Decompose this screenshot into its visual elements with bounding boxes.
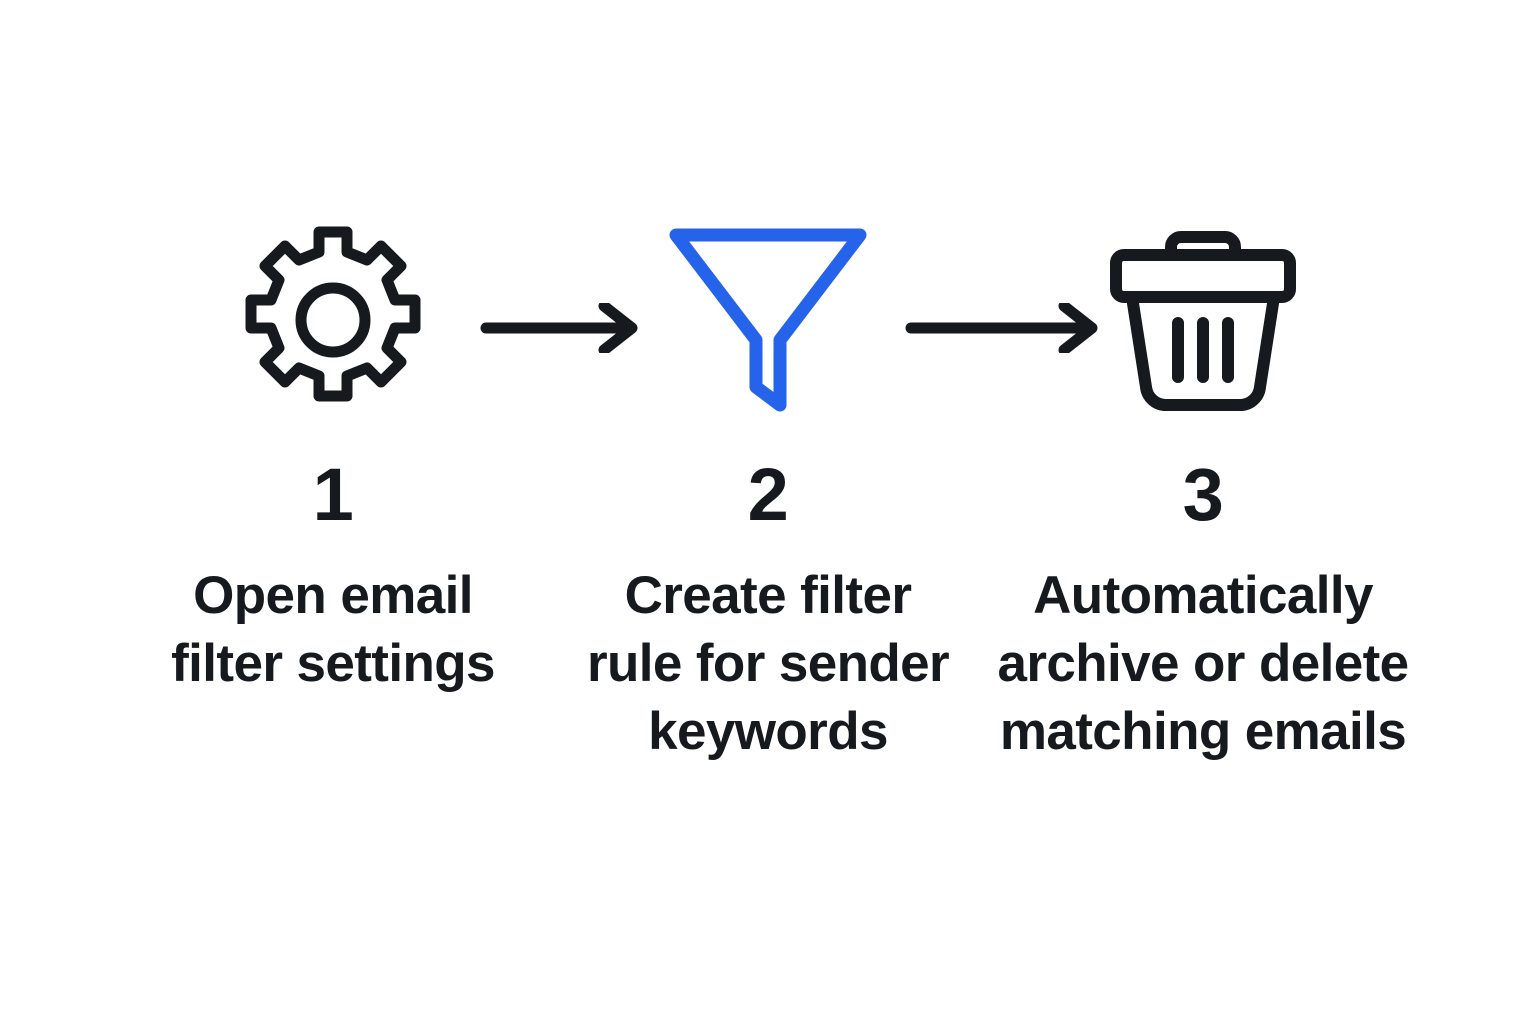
step-3-caption-line-3: matching emails <box>999 701 1407 761</box>
funnel-icon <box>668 225 868 415</box>
step-3-caption-line-1: Automatically <box>1033 566 1373 625</box>
step-2-caption-line-2: rule for sender <box>586 633 950 693</box>
step-2: 2 Create filter rule for sender keywords <box>551 0 986 765</box>
step-2-caption: Create filter rule for sender keywords <box>551 562 986 765</box>
gear-icon <box>233 220 433 420</box>
step-1-caption: Open email filter settings <box>116 562 551 698</box>
step-1-icon-slot <box>116 200 551 440</box>
step-3-number: 3 <box>1182 453 1224 536</box>
step-2-caption-line-3: keywords <box>648 701 888 761</box>
trash-icon <box>1108 225 1298 415</box>
step-3-caption: Automatically archive or delete matching… <box>986 562 1421 765</box>
step-3: 3 Automatically archive or delete matchi… <box>986 0 1421 765</box>
step-1-number: 1 <box>312 453 354 536</box>
step-3-icon-slot <box>986 200 1421 440</box>
step-1-caption-line-1: Open email <box>193 566 473 625</box>
arrow-right-icon-1 <box>480 303 645 353</box>
step-1-caption-line-2: filter settings <box>171 633 495 693</box>
step-1: 1 Open email filter settings <box>116 0 551 698</box>
step-2-number: 2 <box>747 453 789 536</box>
step-3-caption-line-2: archive or delete <box>997 633 1409 693</box>
arrow-right-icon-2 <box>905 303 1105 353</box>
step-2-icon-slot <box>551 200 986 440</box>
step-2-caption-line-1: Create filter <box>624 566 912 625</box>
